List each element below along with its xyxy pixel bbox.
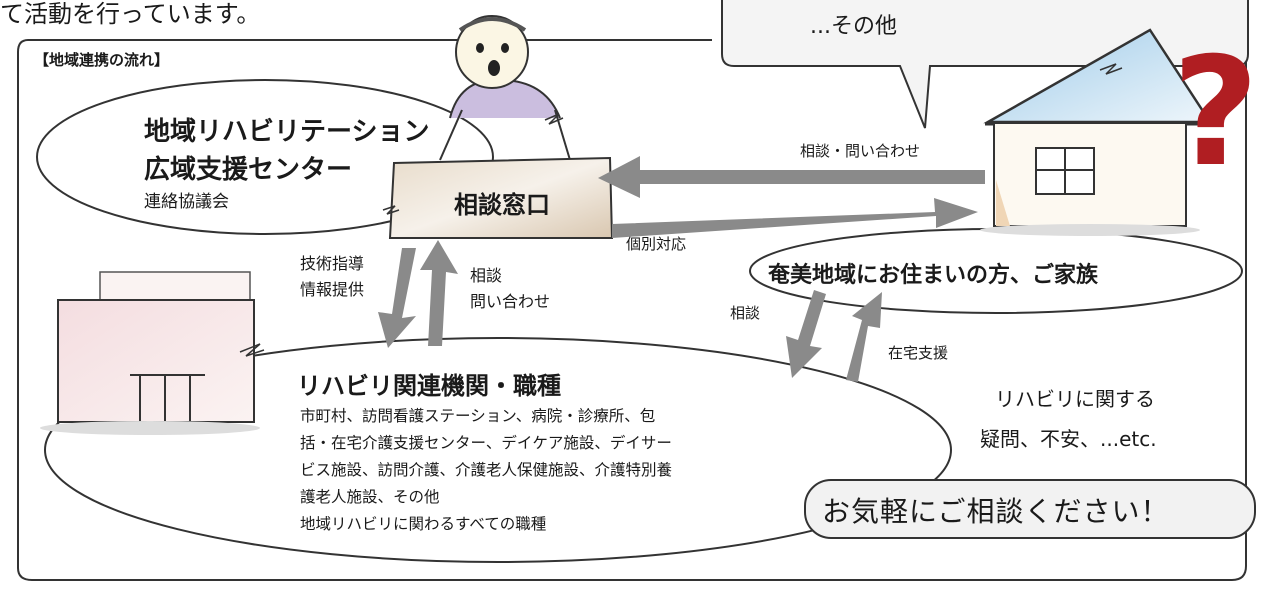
rehab-list: 市町村、訪問看護ステーション、病院・診療所、包 括・在宅介護支援センター、デイケ… — [300, 403, 672, 538]
concerns-line2: 疑問、不安、...etc. — [980, 427, 1157, 451]
rehab-line: ビス施設、訪問介護、介護老人保健施設、介護特別養 — [300, 461, 673, 479]
label-tech-guidance: 技術指導 — [300, 254, 365, 273]
arrow-rehab-to-residents — [846, 292, 882, 382]
rehab-line: 括・在宅介護支援センター、デイケア施設、デイサー — [300, 434, 672, 452]
label-consult: 相談 — [470, 266, 503, 285]
center-name-line1: 地域リハビリテーション — [144, 117, 430, 147]
arrow-residents-to-rehab — [786, 290, 826, 378]
arrows-group — [378, 156, 985, 382]
top-speech-bubble — [721, 0, 1249, 129]
label-resident-consult: 相談 — [730, 304, 761, 322]
building-drawing — [40, 271, 265, 435]
frame-title: 【地域連携の流れ】 — [34, 51, 170, 69]
desk-label: 相談窓口 — [454, 191, 550, 219]
label-individual-response: 個別対応 — [626, 235, 687, 253]
concerns-line1: リハビリに関する — [995, 387, 1155, 411]
center-council: 連絡協議会 — [144, 192, 229, 212]
house-drawing — [980, 28, 1213, 236]
arrow-house-to-desk — [598, 156, 985, 198]
arrow-rehab-to-desk — [420, 240, 458, 346]
label-consult-inquiry: 相談・問い合わせ — [800, 142, 921, 160]
arrow-desk-to-rehab — [378, 248, 416, 348]
cta-label[interactable]: お気軽にご相談ください！ — [822, 495, 1170, 528]
cta-pill — [804, 479, 1256, 539]
rehab-title: リハビリ関連機関・職種 — [297, 372, 561, 400]
label-home-support: 在宅支援 — [888, 344, 949, 362]
arrow-desk-to-house — [612, 198, 978, 238]
rehab-ellipse — [44, 337, 952, 563]
top-bubble-text: ...その他 — [810, 14, 897, 39]
person-drawing — [439, 15, 571, 161]
intro-text: て活動を行っています。 — [0, 0, 261, 28]
rehab-line: 市町村、訪問看護ステーション、病院・診療所、包 — [300, 407, 656, 425]
rehab-line: 護老人施設、その他 — [300, 488, 440, 506]
label-info-provision: 情報提供 — [300, 280, 365, 299]
center-ellipse — [36, 79, 494, 235]
question-mark-icon: ? — [1172, 26, 1260, 200]
center-name-line2: 広域支援センター — [144, 155, 353, 185]
rehab-line: 地域リハビリに関わるすべての職種 — [300, 515, 547, 533]
residents-label: 奄美地域にお住まいの方、ご家族 — [768, 263, 1099, 288]
label-inquiry: 問い合わせ — [470, 292, 551, 311]
